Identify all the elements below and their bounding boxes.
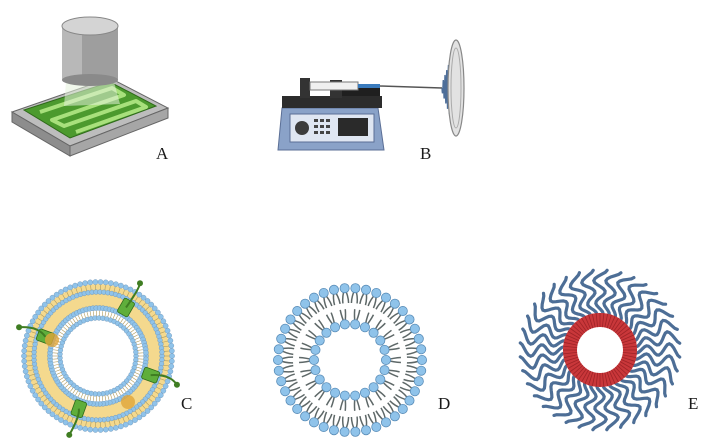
panel-d: D	[270, 280, 470, 440]
panel-d-label: D	[438, 394, 451, 413]
panel-b: B	[270, 30, 480, 170]
panel-e-label: E	[688, 394, 699, 413]
panel-e: E	[510, 268, 710, 440]
panel-c: C	[0, 270, 230, 440]
panel-a: A	[0, 0, 200, 170]
syringe-pump-illustration	[277, 39, 465, 151]
micelle-illustration	[518, 268, 682, 432]
panel-c-label: C	[181, 394, 193, 413]
panel-b-label: B	[420, 144, 432, 163]
vesicle-illustration	[16, 279, 180, 438]
liposome-illustration	[273, 283, 427, 437]
panel-a-label: A	[156, 144, 169, 163]
microfluidic-chip-illustration	[10, 16, 170, 157]
